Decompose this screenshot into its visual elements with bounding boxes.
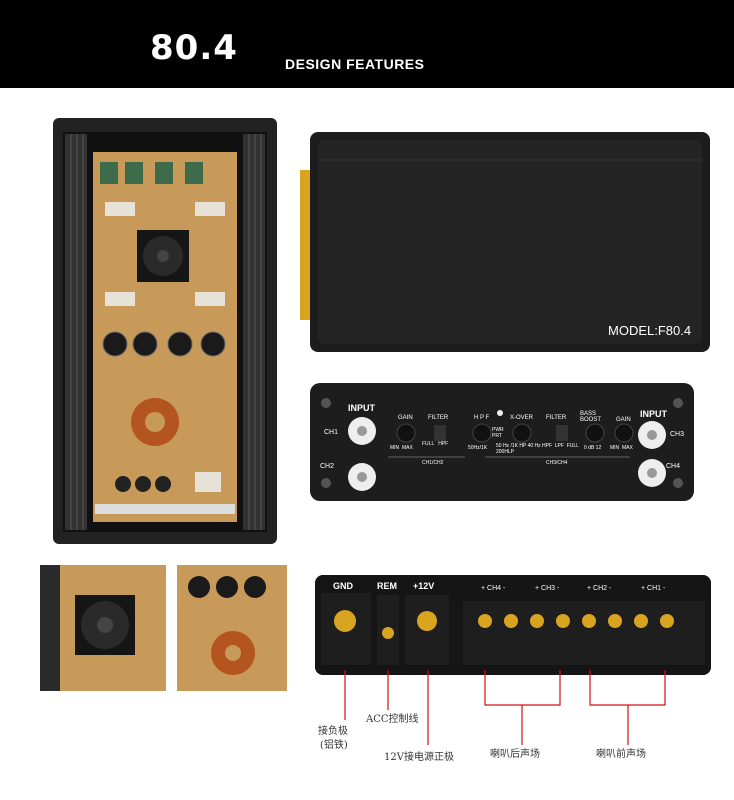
- power-annotation: 12V接电源正极: [384, 752, 454, 763]
- speaker-terminal-3: [530, 614, 544, 628]
- front-speakers-annotation: 喇叭前声场: [596, 749, 646, 760]
- group-label-left: CH1/CH2: [422, 460, 444, 466]
- rem-terminal: [382, 627, 394, 639]
- capacitor-detail-photo: [177, 565, 287, 691]
- bass-range: 0 dB 12: [584, 445, 602, 451]
- header-banner: 80.4 DESIGN FEATURES: [0, 0, 734, 88]
- speaker-terminal-7: [634, 614, 648, 628]
- gain-range-1: MIN MAX: [390, 445, 413, 451]
- filter-opts-2: HPF LPF FULL: [542, 443, 579, 449]
- xover-label: X-OVER: [510, 415, 534, 421]
- pwr-label: PWR PRT: [492, 427, 504, 439]
- ch1-terminal-label: + CH1 -: [641, 585, 666, 592]
- v12-label: +12V: [413, 581, 435, 591]
- speaker-terminal-1: [478, 614, 492, 628]
- terminal-block-photo: GND REM +12V + CH4 - + CH3 - + CH2 - + C…: [315, 575, 711, 675]
- closed-unit-photo: MODEL:F80.4: [300, 130, 714, 355]
- ground-annotation: 接负极: [318, 726, 348, 737]
- filter-label-2: FILTER: [546, 415, 567, 421]
- power-terminal: [417, 611, 437, 631]
- xover-range: 50 Hz /1K HP 40 Hz 200HLP: [496, 443, 541, 455]
- rem-label: REM: [377, 581, 397, 591]
- gain-range-2: MIN MAX: [610, 445, 633, 451]
- speaker-terminal-4: [556, 614, 570, 628]
- model-title: 80.4: [150, 28, 238, 68]
- design-features-title: DESIGN FEATURES: [285, 56, 425, 72]
- ch4-label: CH4: [666, 463, 681, 470]
- front-panel-photo: INPUT INPUT CH1 CH2 CH3 CH4 GAIN MIN MAX…: [310, 383, 694, 501]
- ch2-terminal-label: + CH2 -: [587, 585, 612, 592]
- model-label: MODEL:F80.4: [608, 323, 692, 338]
- speaker-terminal-6: [608, 614, 622, 628]
- input-label-right: INPUT: [640, 409, 667, 419]
- filter-label-1: FILTER: [428, 415, 449, 421]
- open-chassis-photo: [45, 112, 285, 552]
- ch3-label: CH3: [670, 431, 685, 438]
- input-label-left: INPUT: [348, 403, 375, 413]
- remote-annotation: ACC控制线: [366, 714, 419, 725]
- ch2-label: CH2: [320, 463, 335, 470]
- speaker-terminal-2: [504, 614, 518, 628]
- gnd-label: GND: [333, 581, 353, 591]
- ch4-terminal-label: + CH4 -: [481, 585, 506, 592]
- gnd-terminal: [334, 610, 356, 632]
- speaker-terminal-8: [660, 614, 674, 628]
- ch1-label: CH1: [324, 429, 339, 436]
- gain-label-2: GAIN: [616, 417, 631, 423]
- gain-label-1: GAIN: [398, 415, 413, 421]
- filter-opts-1: FULL HPF: [422, 441, 449, 447]
- rear-speakers-annotation: 喇叭后声场: [490, 749, 540, 760]
- group-label-right: CH3/CH4: [546, 460, 568, 466]
- ch3-terminal-label: + CH3 -: [535, 585, 560, 592]
- speaker-terminal-5: [582, 614, 596, 628]
- hpf-range: 50Hz/1K: [468, 445, 488, 451]
- fan-detail-photo: [40, 565, 166, 691]
- bass-boost-label: BASS BOOST: [580, 411, 602, 423]
- hpf-label: H P F: [474, 415, 490, 421]
- ground-annotation-sub: (铝铁): [320, 740, 348, 751]
